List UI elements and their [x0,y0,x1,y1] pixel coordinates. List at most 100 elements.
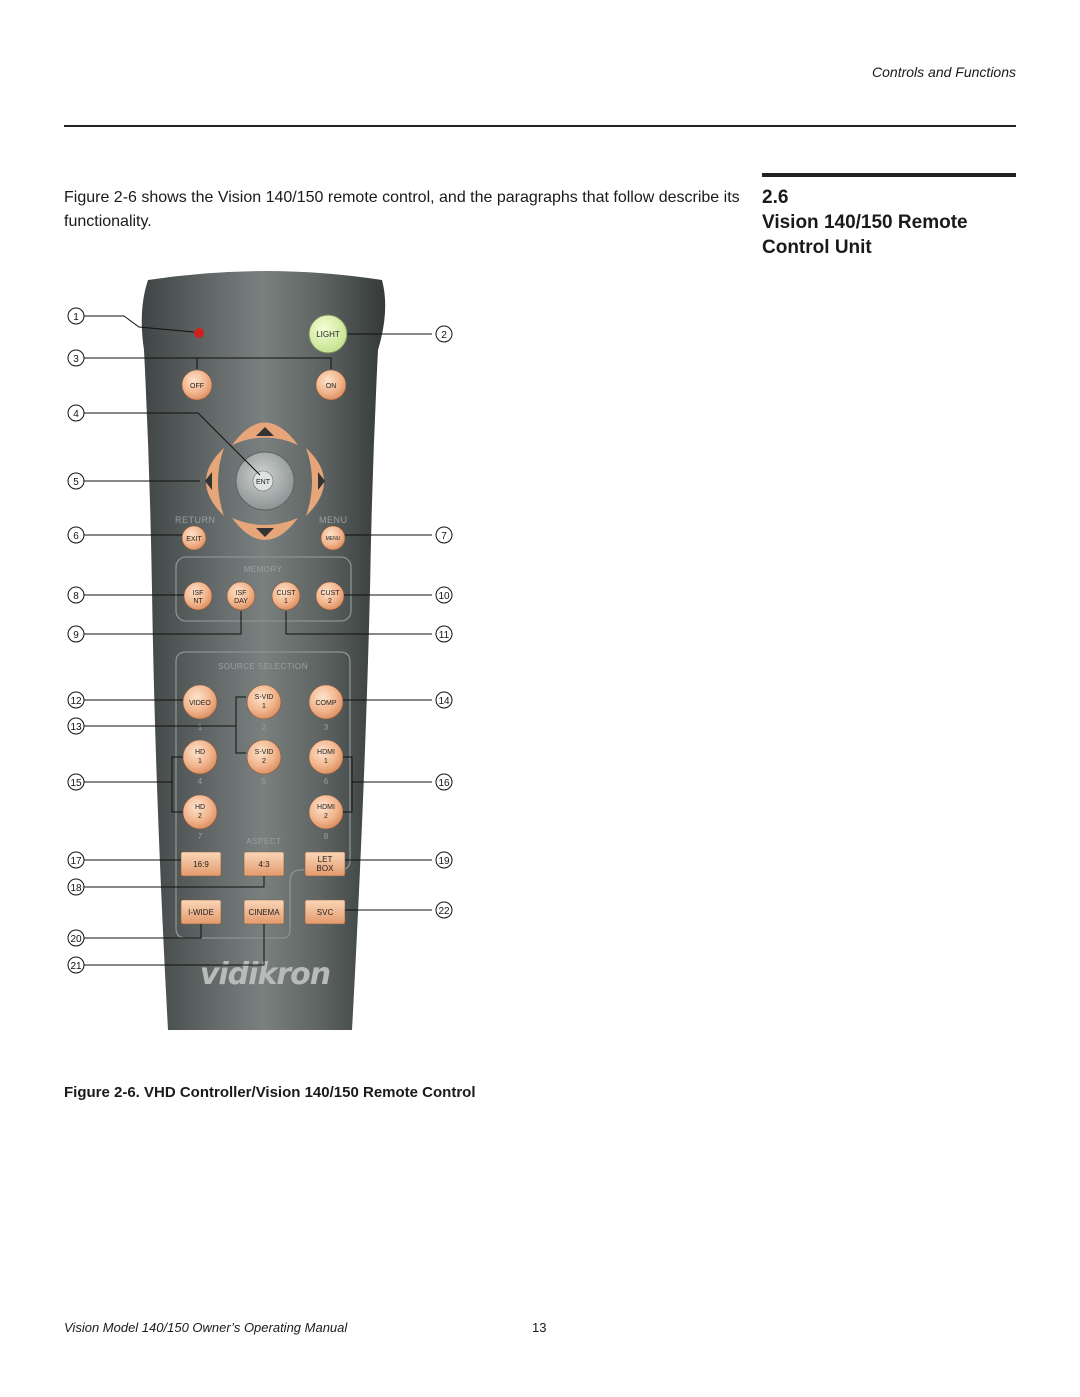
aspect-16-9-button[interactable]: 16:9 [180,851,222,877]
svg-text:HDMI: HDMI [317,749,335,756]
svg-text:SVC: SVC [317,908,334,917]
svg-text:COMP: COMP [316,700,337,707]
svg-text:S-VID: S-VID [255,694,274,701]
isf-day-button[interactable]: ISF DAY [226,581,256,611]
svg-text:VIDEO: VIDEO [189,700,211,707]
svid2-button[interactable]: S-VID 2 [246,739,282,775]
off-button[interactable]: OFF [181,369,213,401]
svg-text:1: 1 [284,598,288,605]
hd2-button[interactable]: HD 2 [182,794,218,830]
letterbox-button[interactable]: LET BOX [304,851,346,877]
svg-text:2: 2 [198,813,202,820]
callout-22: 22 [435,901,453,919]
svg-text:NT: NT [193,598,203,605]
hdmi2-button[interactable]: HDMI 2 [308,794,344,830]
svg-text:16:9: 16:9 [193,860,209,869]
enter-button[interactable]: ENT [235,451,295,511]
section-heading: 2.6 Vision 140/150 Remote Control Unit [762,185,1016,260]
keypad-number-7: 7 [198,832,203,841]
light-button[interactable]: LIGHT [308,314,348,354]
section-title-line2: Control Unit [762,237,872,258]
intro-paragraph: Figure 2-6 shows the Vision 140/150 remo… [64,189,740,230]
svg-text:4: 4 [73,409,79,420]
svg-text:18: 18 [70,883,82,894]
callout-8: 8 [67,586,85,604]
svg-text:5: 5 [73,477,79,488]
isf-nt-button[interactable]: ISF NT [183,581,213,611]
svg-text:6: 6 [73,531,79,542]
figure-caption: Figure 2-6. VHD Controller/Vision 140/15… [64,1084,476,1101]
left-arrow-button[interactable] [206,448,224,516]
on-button[interactable]: ON [315,369,347,401]
right-arrow-button[interactable] [306,448,324,516]
svg-text:3: 3 [73,354,79,365]
callout-18: 18 [67,878,85,896]
callout-10: 10 [435,586,453,604]
svg-text:7: 7 [441,531,447,542]
keypad-number-5: 5 [262,777,267,786]
svg-text:2: 2 [328,598,332,605]
callout-9: 9 [67,625,85,643]
menu-button[interactable]: MENU [320,525,346,551]
svg-text:14: 14 [438,696,450,707]
callout-7: 7 [435,526,453,544]
svg-text:LET: LET [318,855,333,864]
svg-text:HD: HD [195,749,205,756]
callout-16: 16 [435,773,453,791]
callout-3: 3 [67,349,85,367]
section-number: 2.6 [762,187,789,208]
svg-text:CUST: CUST [276,590,296,597]
memory-panel [175,556,352,622]
svid1-button[interactable]: S-VID 1 [246,684,282,720]
callout-20: 20 [67,929,85,947]
callout-1: 1 [67,307,85,325]
comp-button[interactable]: COMP [308,684,344,720]
cinema-button[interactable]: CINEMA [243,899,285,925]
keypad-number-1: 1 [198,723,203,732]
cust2-button[interactable]: CUST 2 [315,581,345,611]
svg-text:15: 15 [70,778,82,789]
svg-text:CINEMA: CINEMA [248,908,280,917]
callout-17: 17 [67,851,85,869]
keypad-number-3: 3 [324,723,329,732]
callout-lines [84,315,432,966]
keypad-number-6: 6 [324,777,329,786]
svg-text:16: 16 [438,778,450,789]
dpad: ENT [205,422,325,540]
keypad-number-2: 2 [262,723,267,732]
source-panel [175,651,351,939]
memory-label: MEMORY [244,565,283,574]
svg-text:S-VID: S-VID [255,749,274,756]
svg-text:1: 1 [262,703,266,710]
right-arrow-icon [318,472,325,490]
svg-text:DAY: DAY [234,598,248,605]
remote-control-figure: LIGHT OFF ON ENT RETURN MENU EXIT MENU [67,271,453,1030]
aspect-4-3-button[interactable]: 4:3 [243,851,285,877]
section-title-line1: Vision 140/150 Remote [762,212,968,233]
hd1-button[interactable]: HD 1 [182,739,218,775]
hdmi1-button[interactable]: HDMI 1 [308,739,344,775]
callout-6: 6 [67,526,85,544]
svg-text:10: 10 [438,591,450,602]
svg-text:19: 19 [438,856,450,867]
svg-text:21: 21 [70,961,82,972]
svg-text:2: 2 [262,758,266,765]
svg-text:ISF: ISF [193,590,204,597]
left-arrow-icon [205,472,212,490]
video-button[interactable]: VIDEO [182,684,218,720]
footer-manual-title: Vision Model 140/150 Owner’s Operating M… [64,1320,348,1335]
callout-5: 5 [67,472,85,490]
svc-button[interactable]: SVC [304,899,346,925]
svg-text:ENT: ENT [256,479,271,486]
callout-19: 19 [435,851,453,869]
svg-text:2: 2 [441,330,447,341]
keypad-number-4: 4 [198,777,203,786]
svg-text:22: 22 [438,906,450,917]
svg-text:1: 1 [324,758,328,765]
exit-button[interactable]: EXIT [181,525,207,551]
i-wide-button[interactable]: I-WIDE [180,899,222,925]
header-rule [64,125,1016,127]
cust1-button[interactable]: CUST 1 [271,581,301,611]
page-number: 13 [532,1320,547,1335]
svg-text:12: 12 [70,696,82,707]
